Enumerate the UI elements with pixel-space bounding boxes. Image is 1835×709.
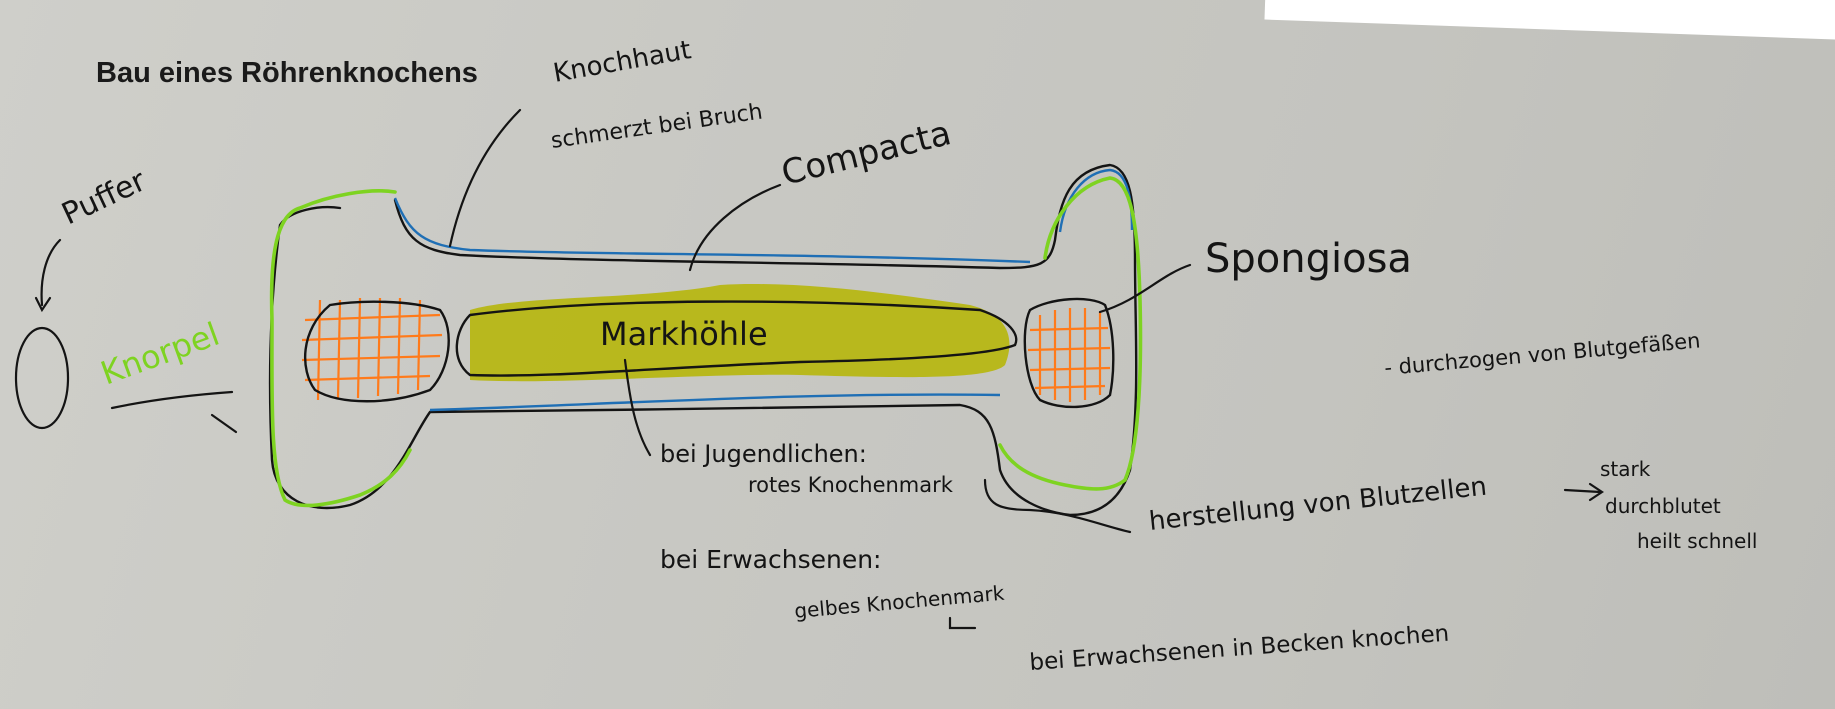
markhoehle-fill [470, 284, 1010, 382]
label-erwachsene-line1: bei Erwachsenen: [660, 545, 881, 574]
label-jugendliche-line1: bei Jugendlichen: [660, 440, 867, 468]
label-knochenhaut-note: schmerzt bei Bruch [549, 99, 764, 153]
label-knochenhaut: Knochhaut [551, 35, 693, 89]
label-compacta: Compacta [778, 113, 955, 194]
diagram-title: Bau eines Röhrenknochens [96, 57, 478, 89]
label-erwachsene-line2: gelbes Knochenmark [793, 581, 1005, 623]
label-becken: bei Erwachsenen in Becken knochen [1029, 621, 1450, 676]
label-stark-line1: stark [1600, 457, 1651, 481]
label-herstellung: herstellung von Blutzellen [1148, 472, 1489, 537]
label-jugendliche-line2: rotes Knochenmark [748, 473, 954, 497]
label-knorpel: Knorpel [96, 315, 224, 393]
pointer-lines [14, 108, 1604, 630]
label-spongiosa-note: - durchzogen von Blutgefäßen [1383, 328, 1701, 380]
label-markhoehle: Markhöhle [600, 315, 768, 353]
knorpel-outline [269, 176, 1143, 508]
label-stark-line2: durchblutet [1605, 494, 1721, 518]
spongiosa-right-grid [1027, 308, 1111, 402]
label-stark-line3: heilt schnell [1637, 529, 1757, 553]
label-spongiosa: Spongiosa [1205, 236, 1412, 282]
spongiosa-left-grid [301, 297, 443, 401]
label-puffer: Puffer [57, 163, 152, 232]
